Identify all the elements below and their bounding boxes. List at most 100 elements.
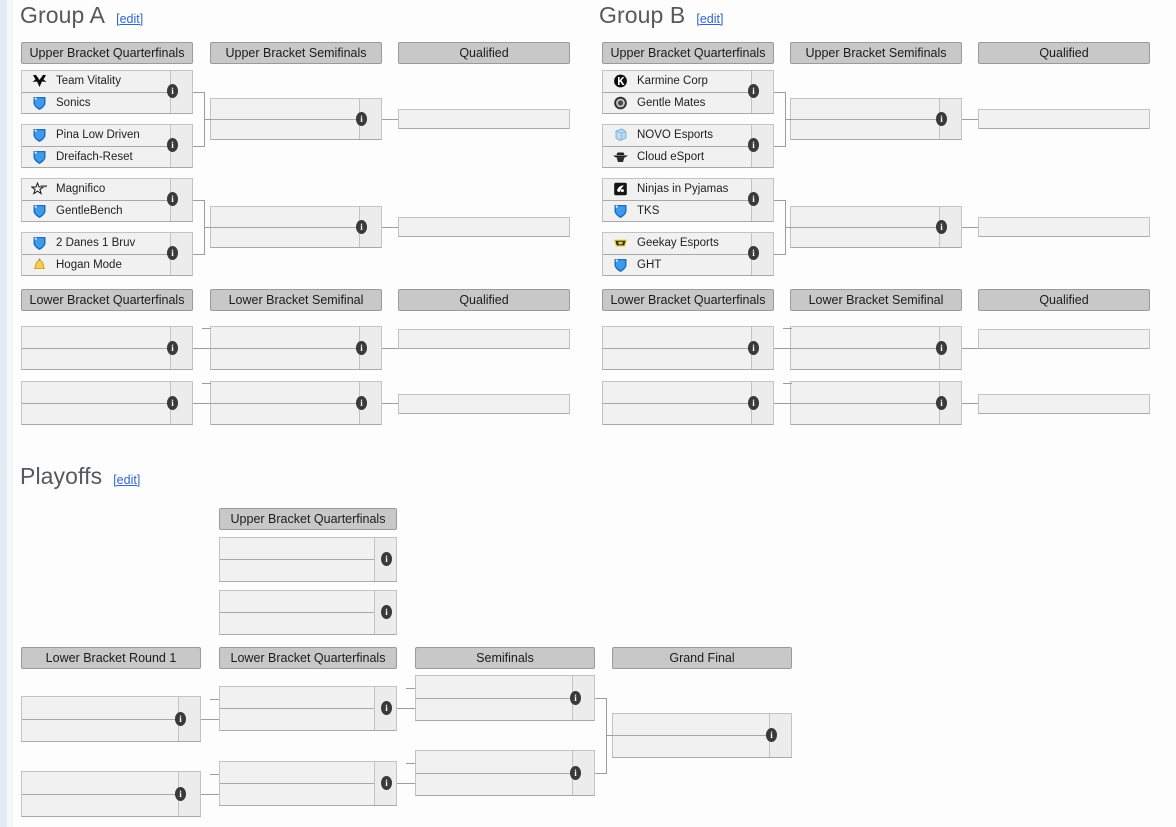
match-gb-ubqf-4[interactable]: Geekay Esports GHT bbox=[602, 232, 774, 276]
match-row-top[interactable] bbox=[613, 714, 791, 736]
match-row-bottom[interactable]: Sonics bbox=[22, 93, 192, 114]
match-info-icon-po-lbqf-1[interactable]: i bbox=[381, 701, 392, 715]
match-info-icon-gb-ubqf-1[interactable]: i bbox=[748, 84, 759, 98]
match-info-icon-ga-ubqf-4[interactable]: i bbox=[167, 246, 178, 260]
match-info-icon-po-grand-final[interactable]: i bbox=[766, 728, 777, 742]
match-row-bottom[interactable] bbox=[22, 349, 192, 370]
match-info-icon-ga-lbqf-2[interactable]: i bbox=[167, 396, 178, 410]
match-row-top[interactable] bbox=[220, 687, 396, 709]
match-row-single[interactable] bbox=[979, 395, 1149, 413]
match-info-icon-ga-lbqf-1[interactable]: i bbox=[167, 341, 178, 355]
match-row-bottom[interactable] bbox=[791, 120, 961, 140]
match-row-bottom[interactable] bbox=[220, 560, 396, 581]
qualified-slot-ga-upper-2[interactable] bbox=[398, 217, 570, 237]
match-row-top[interactable] bbox=[211, 382, 381, 404]
match-gb-lbqf-2[interactable] bbox=[602, 381, 774, 425]
match-row-bottom[interactable] bbox=[211, 120, 381, 140]
match-row-bottom[interactable] bbox=[22, 795, 200, 817]
match-ga-lbsf-2[interactable] bbox=[210, 381, 382, 425]
qualified-slot-gb-upper-2[interactable] bbox=[978, 217, 1150, 237]
match-row-single[interactable] bbox=[399, 110, 569, 128]
match-row-top[interactable]: Geekay Esports bbox=[603, 233, 773, 255]
match-info-icon-po-semifinal-1[interactable]: i bbox=[570, 691, 581, 705]
match-info-icon-gb-ubqf-3[interactable]: i bbox=[748, 192, 759, 206]
match-ga-lbqf-1[interactable] bbox=[21, 326, 193, 370]
match-row-bottom[interactable] bbox=[416, 774, 594, 796]
match-row-top[interactable]: Magnifico bbox=[22, 179, 192, 201]
match-row-bottom[interactable] bbox=[791, 404, 961, 425]
match-info-icon-ga-ubqf-1[interactable]: i bbox=[167, 84, 178, 98]
match-po-lbr1-1[interactable] bbox=[21, 696, 201, 742]
match-info-icon-po-semifinal-2[interactable]: i bbox=[570, 766, 581, 780]
match-gb-ubqf-1[interactable]: Karmine Corp Gentle Mates bbox=[602, 70, 774, 114]
match-ga-ubqf-2[interactable]: Pina Low Driven Dreifach-Reset bbox=[21, 124, 193, 168]
match-row-single[interactable] bbox=[399, 218, 569, 236]
match-gb-ubqf-2[interactable]: NOVO Esports Cloud eSport bbox=[602, 124, 774, 168]
match-info-icon-po-lbr1-2[interactable]: i bbox=[175, 787, 186, 801]
match-po-semifinal-2[interactable] bbox=[415, 750, 595, 796]
match-row-top[interactable] bbox=[603, 382, 773, 404]
match-row-top[interactable] bbox=[220, 762, 396, 784]
match-ga-ubsf-1[interactable] bbox=[210, 98, 382, 140]
match-info-icon-gb-ubqf-2[interactable]: i bbox=[748, 138, 759, 152]
match-gb-lbqf-1[interactable] bbox=[602, 326, 774, 370]
match-po-ubqf-1[interactable] bbox=[219, 537, 397, 582]
match-row-top[interactable] bbox=[211, 207, 381, 228]
match-row-top[interactable] bbox=[416, 751, 594, 774]
match-row-bottom[interactable]: Cloud eSport bbox=[603, 147, 773, 168]
match-row-top[interactable] bbox=[211, 99, 381, 120]
match-info-icon-gb-lbqf-1[interactable]: i bbox=[748, 341, 759, 355]
match-row-bottom[interactable]: GentleBench bbox=[22, 201, 192, 222]
match-info-icon-gb-ubsf-2[interactable]: i bbox=[936, 220, 947, 234]
match-info-icon-po-ubqf-1[interactable]: i bbox=[381, 552, 392, 566]
match-row-top[interactable] bbox=[22, 382, 192, 404]
match-info-icon-ga-ubqf-3[interactable]: i bbox=[167, 192, 178, 206]
match-row-top[interactable] bbox=[211, 327, 381, 349]
qualified-slot-gb-lower-1[interactable] bbox=[978, 329, 1150, 349]
match-info-icon-ga-lbsf-1[interactable]: i bbox=[356, 341, 367, 355]
match-row-single[interactable] bbox=[979, 330, 1149, 348]
edit-link-group-a[interactable]: [edit] bbox=[116, 12, 144, 26]
match-row-bottom[interactable]: GHT bbox=[603, 255, 773, 276]
match-row-bottom[interactable] bbox=[22, 404, 192, 425]
match-row-bottom[interactable] bbox=[211, 349, 381, 370]
match-row-bottom[interactable]: Dreifach-Reset bbox=[22, 147, 192, 168]
match-po-ubqf-2[interactable] bbox=[219, 590, 397, 635]
qualified-slot-ga-upper-1[interactable] bbox=[398, 109, 570, 129]
match-row-top[interactable]: Team Vitality bbox=[22, 71, 192, 93]
match-info-icon-ga-lbsf-2[interactable]: i bbox=[356, 396, 367, 410]
match-row-bottom[interactable] bbox=[211, 404, 381, 425]
match-row-top[interactable]: NOVO Esports bbox=[603, 125, 773, 147]
match-po-semifinal-1[interactable] bbox=[415, 675, 595, 721]
match-row-single[interactable] bbox=[979, 110, 1149, 128]
match-row-top[interactable] bbox=[22, 327, 192, 349]
match-info-icon-gb-lbqf-2[interactable]: i bbox=[748, 396, 759, 410]
match-row-top[interactable] bbox=[416, 676, 594, 699]
match-row-bottom[interactable] bbox=[603, 404, 773, 425]
match-row-single[interactable] bbox=[399, 330, 569, 348]
match-info-icon-gb-lbsf-1[interactable]: i bbox=[936, 341, 947, 355]
match-row-bottom[interactable] bbox=[791, 349, 961, 370]
match-gb-ubsf-2[interactable] bbox=[790, 206, 962, 248]
match-ga-lbqf-2[interactable] bbox=[21, 381, 193, 425]
edit-link-group-b[interactable]: [edit] bbox=[696, 12, 724, 26]
match-info-icon-po-lbqf-2[interactable]: i bbox=[381, 776, 392, 790]
match-po-grand-final[interactable] bbox=[612, 713, 792, 758]
qualified-slot-gb-lower-2[interactable] bbox=[978, 394, 1150, 414]
match-gb-ubsf-1[interactable] bbox=[790, 98, 962, 140]
match-row-top[interactable] bbox=[791, 327, 961, 349]
match-info-icon-gb-lbsf-2[interactable]: i bbox=[936, 396, 947, 410]
match-ga-ubsf-2[interactable] bbox=[210, 206, 382, 248]
match-row-top[interactable] bbox=[791, 207, 961, 228]
match-info-icon-gb-ubqf-4[interactable]: i bbox=[748, 246, 759, 260]
match-ga-lbsf-1[interactable] bbox=[210, 326, 382, 370]
match-row-top[interactable]: Karmine Corp bbox=[603, 71, 773, 93]
match-row-bottom[interactable] bbox=[791, 228, 961, 248]
qualified-slot-ga-lower-2[interactable] bbox=[398, 394, 570, 414]
match-info-icon-ga-ubqf-2[interactable]: i bbox=[167, 138, 178, 152]
match-info-icon-po-ubqf-2[interactable]: i bbox=[381, 605, 392, 619]
match-row-bottom[interactable]: Hogan Mode bbox=[22, 255, 192, 276]
match-row-single[interactable] bbox=[979, 218, 1149, 236]
match-row-bottom[interactable] bbox=[416, 699, 594, 721]
match-row-top[interactable] bbox=[791, 99, 961, 120]
